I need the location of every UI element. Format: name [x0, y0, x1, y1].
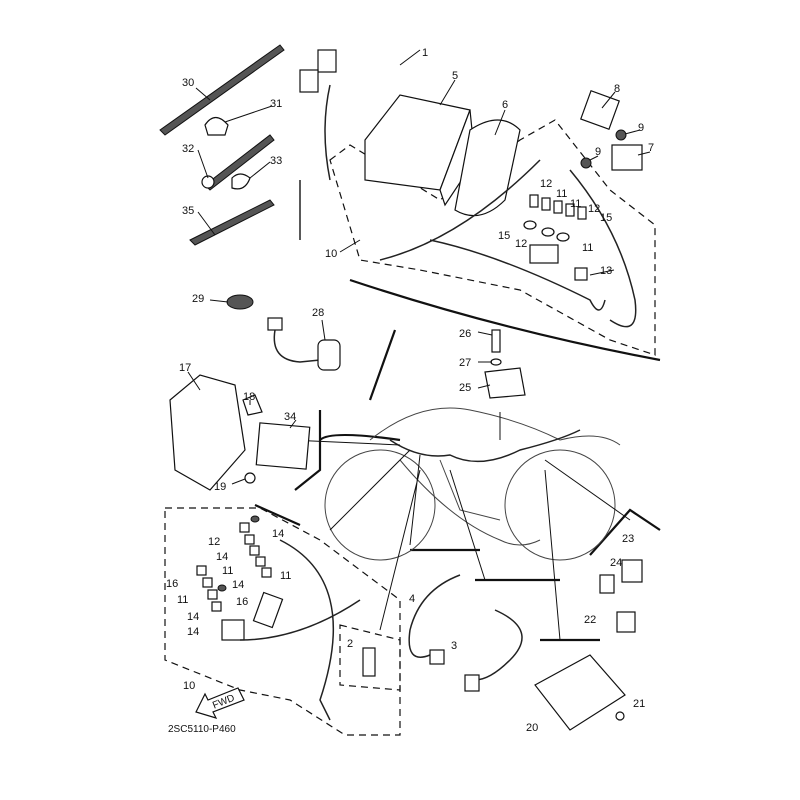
callout-2: 2	[347, 638, 353, 650]
callout-22: 22	[584, 614, 596, 626]
callout-29: 29	[192, 293, 204, 305]
connector	[299, 69, 319, 93]
motorcycle-outline	[324, 407, 621, 561]
callout-19: 19	[214, 481, 226, 493]
callout-11: 11	[222, 565, 233, 577]
cable-tie	[159, 44, 285, 136]
battery	[364, 94, 476, 207]
callout-20: 20	[526, 722, 538, 734]
callout-leaders	[187, 49, 651, 485]
fwd-label: FWD	[211, 693, 236, 712]
sensor-outline	[339, 624, 401, 691]
callout-7: 7	[648, 142, 654, 154]
callout-16: 16	[166, 578, 178, 590]
nut-icon	[615, 129, 627, 141]
coupler-housing	[621, 559, 643, 583]
callout-17: 17	[179, 362, 191, 374]
grommet	[226, 294, 254, 310]
callout-33: 33	[270, 155, 282, 167]
battery-cover	[454, 119, 521, 217]
bolt-and-bracket	[484, 329, 526, 399]
group-divider	[368, 329, 661, 642]
callout-11: 11	[177, 594, 188, 606]
ecu	[255, 422, 311, 470]
connector	[429, 649, 445, 665]
starter-relay	[611, 144, 643, 171]
callout-15: 15	[600, 212, 612, 224]
callout-10: 10	[183, 680, 195, 692]
callout-12: 12	[208, 536, 220, 548]
callout-11: 11	[570, 198, 581, 210]
callout-25: 25	[459, 382, 471, 394]
callout-14: 14	[272, 528, 284, 540]
harness-group-outline	[164, 507, 401, 736]
callout-23: 23	[622, 533, 634, 545]
bracket	[242, 394, 263, 416]
callout-34: 34	[284, 411, 296, 423]
callout-15: 15	[498, 230, 510, 242]
callout-21: 21	[633, 698, 645, 710]
relay	[580, 90, 620, 130]
connector	[616, 611, 636, 633]
callout-10: 10	[325, 248, 337, 260]
callout-18: 18	[243, 391, 255, 403]
callout-11: 11	[556, 188, 567, 200]
callout-12: 12	[588, 203, 600, 215]
callout-4: 4	[409, 593, 415, 605]
callout-14: 14	[187, 611, 199, 623]
callout-27: 27	[459, 357, 471, 369]
callout-32: 32	[182, 143, 194, 155]
bolt	[615, 711, 625, 721]
callout-14: 14	[187, 626, 199, 638]
callout-26: 26	[459, 328, 471, 340]
callout-8: 8	[614, 83, 620, 95]
callout-14: 14	[232, 579, 244, 591]
callout-30: 30	[182, 77, 194, 89]
holder-tie	[189, 199, 275, 246]
callout-9: 9	[595, 146, 601, 158]
nut-icon	[580, 157, 592, 169]
callout-28: 28	[312, 307, 324, 319]
coupler	[599, 574, 615, 594]
group-divider	[349, 278, 661, 362]
leader-lines	[289, 412, 631, 641]
sensor	[362, 647, 376, 677]
fuse-box	[529, 244, 559, 264]
callout-16: 16	[236, 596, 248, 608]
clip	[231, 173, 251, 190]
socket-lead	[267, 317, 341, 371]
callout-5: 5	[452, 70, 458, 82]
connector	[317, 49, 337, 73]
callout-labels: 1 5 6 8 9 9 7 30 31 32 33 35 10 12 11 11…	[166, 47, 654, 734]
callout-12: 12	[540, 178, 552, 190]
fwd-arrow-icon: FWD	[195, 687, 245, 719]
callout-11: 11	[582, 242, 593, 254]
battery-leads	[299, 84, 637, 328]
callout-1: 1	[422, 47, 428, 59]
fuses	[523, 194, 587, 242]
callout-6: 6	[502, 99, 508, 111]
group-divider	[254, 410, 401, 527]
sub-harness	[196, 515, 361, 721]
lead-wire	[408, 574, 461, 658]
clamp	[204, 116, 229, 136]
band-fastener	[201, 175, 215, 189]
ecu-cover	[169, 374, 246, 491]
callout-14: 14	[216, 551, 228, 563]
callout-13: 13	[600, 265, 612, 277]
fuse-cap	[574, 267, 588, 281]
callout-9: 9	[638, 122, 644, 134]
rectifier-regulator	[534, 654, 626, 731]
callout-12: 12	[515, 238, 527, 250]
part-code: 2SC5110-P460	[168, 724, 236, 735]
callout-31: 31	[270, 98, 282, 110]
connector	[464, 674, 480, 692]
callout-3: 3	[451, 640, 457, 652]
callout-35: 35	[182, 205, 194, 217]
screw	[244, 472, 256, 484]
lead-wire	[474, 609, 523, 681]
callout-11: 11	[280, 570, 291, 582]
callout-24: 24	[610, 557, 622, 569]
